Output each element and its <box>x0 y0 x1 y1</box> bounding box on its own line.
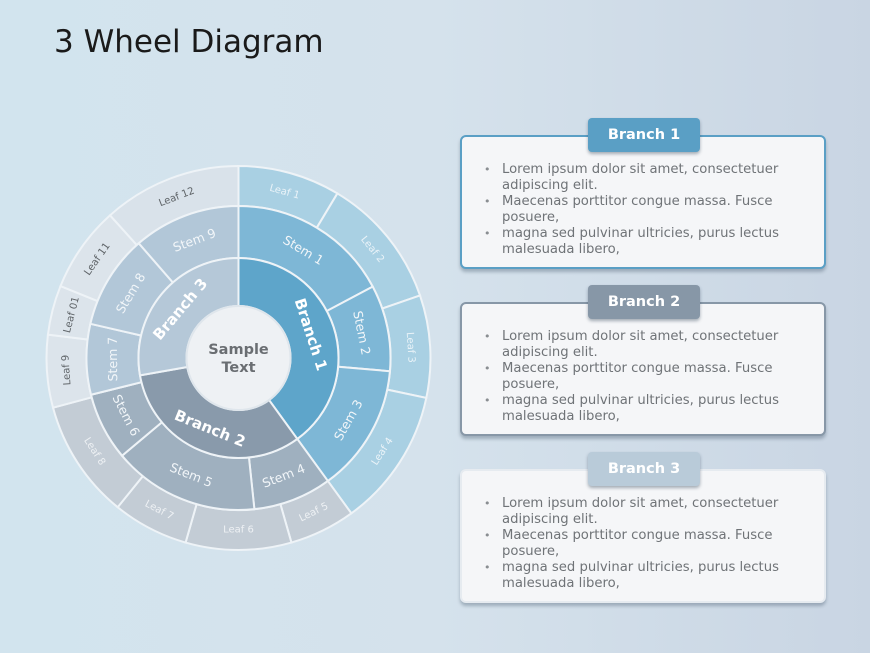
leaf-label: Leaf 6 <box>223 525 254 536</box>
bullet: Lorem ipsum dolor sit amet, consectetuer… <box>482 496 814 528</box>
card-body: Lorem ipsum dolor sit amet, consectetuer… <box>460 469 826 603</box>
bullet: magna sed pulvinar ultricies, purus lect… <box>482 393 814 425</box>
card-tab: Branch 3 <box>588 452 700 486</box>
bullet: magna sed pulvinar ultricies, purus lect… <box>482 226 814 258</box>
bullet: Maecenas porttitor congue massa. Fusce p… <box>482 194 814 226</box>
card-tab: Branch 1 <box>588 118 700 152</box>
leaf-label: Leaf 9 <box>60 354 73 385</box>
card-body: Lorem ipsum dolor sit amet, consectetuer… <box>460 135 826 269</box>
bullet: Maecenas porttitor congue massa. Fusce p… <box>482 361 814 393</box>
bullet: Maecenas porttitor congue massa. Fusce p… <box>482 528 814 560</box>
bullet: Lorem ipsum dolor sit amet, consectetuer… <box>482 329 814 361</box>
bullet: Lorem ipsum dolor sit amet, consectetuer… <box>482 162 814 194</box>
card-tab: Branch 2 <box>588 285 700 319</box>
page-title: 3 Wheel Diagram <box>54 24 324 60</box>
center-circle <box>185 305 292 411</box>
center-text: Text <box>221 360 255 376</box>
bullet: magna sed pulvinar ultricies, purus lect… <box>482 560 814 592</box>
stem-label: Stem 7 <box>105 337 120 382</box>
center-text: Sample <box>208 342 269 358</box>
leaf-label: Leaf 3 <box>404 332 417 363</box>
card-body: Lorem ipsum dolor sit amet, consectetuer… <box>460 302 826 436</box>
